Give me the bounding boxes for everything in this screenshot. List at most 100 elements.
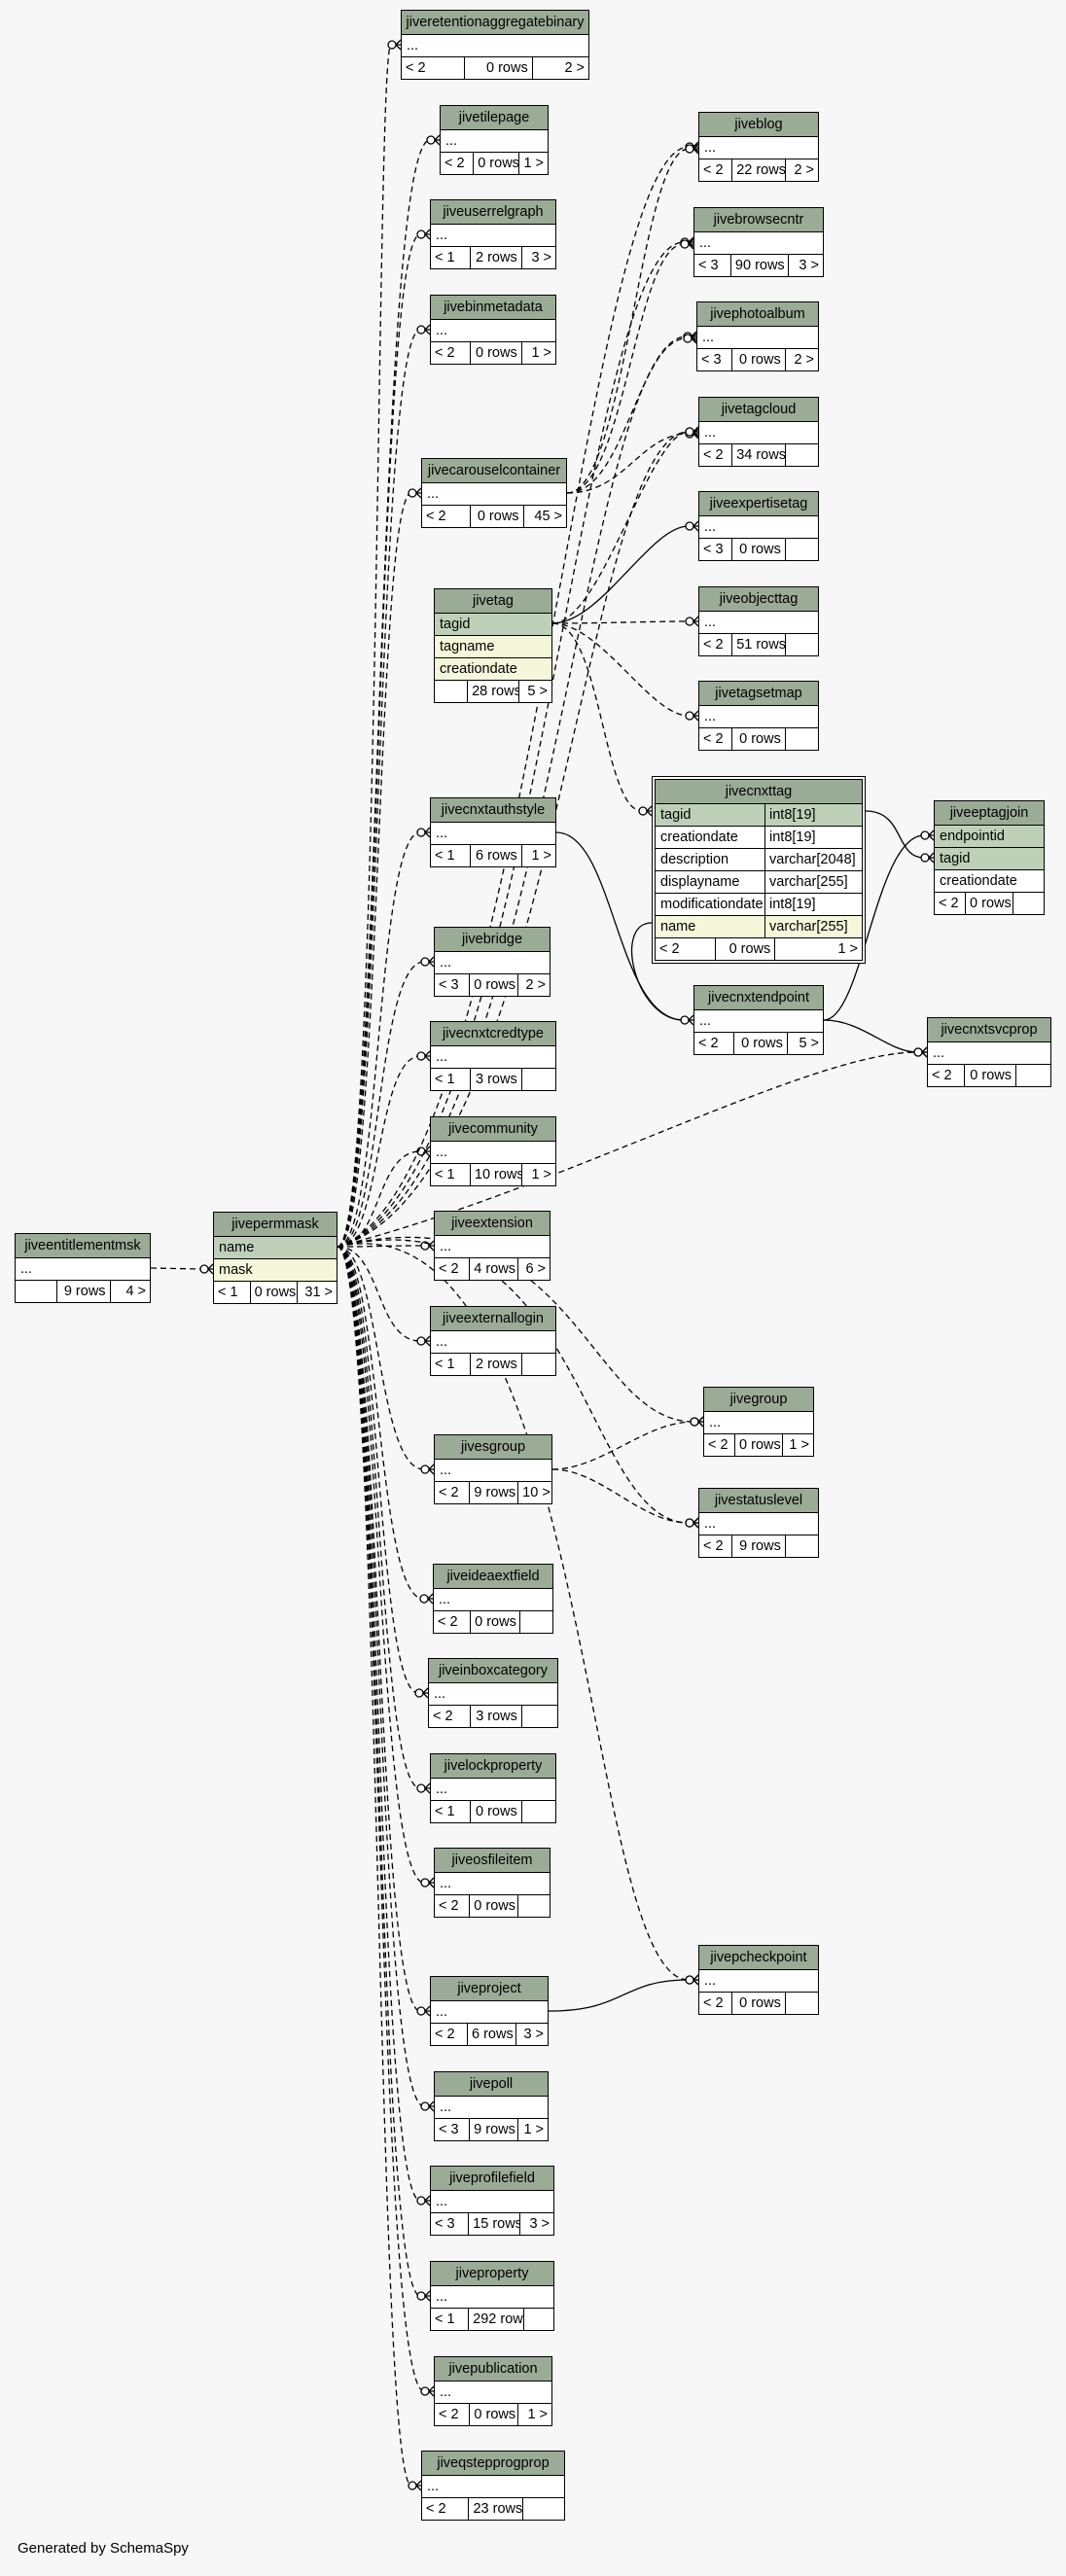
table-title[interactable]: jiveentitlementmsk — [16, 1234, 150, 1258]
column-row[interactable]: ... — [431, 1046, 555, 1069]
parents-count[interactable]: < 1 — [431, 2309, 470, 2330]
children-count[interactable] — [520, 1611, 552, 1633]
children-count[interactable]: 2 > — [525, 977, 546, 993]
row-count[interactable]: 0 rows — [471, 1801, 522, 1822]
row-count[interactable]: 0 rows — [732, 1993, 786, 2014]
table-title[interactable]: jivetag — [435, 589, 551, 614]
table-title[interactable]: jivestatuslevel — [699, 1489, 818, 1513]
children-count[interactable]: 3 > — [799, 258, 819, 273]
column-row[interactable]: ... — [431, 2001, 548, 2024]
column-row[interactable]: ... — [699, 1513, 818, 1535]
column-row[interactable]: ... — [431, 1331, 555, 1354]
column-row[interactable]: creationdate — [435, 658, 551, 681]
column-row[interactable]: ... — [699, 1970, 818, 1993]
children-count[interactable] — [1016, 1065, 1050, 1086]
column-row[interactable]: tagid — [935, 848, 1044, 870]
table-title[interactable]: jivecnxtendpoint — [694, 986, 823, 1010]
row-count[interactable]: 0 rows — [734, 1033, 788, 1054]
parents-count[interactable]: < 3 — [697, 349, 732, 371]
column-row[interactable]: ... — [435, 2382, 551, 2404]
column-row[interactable]: ... — [435, 1460, 551, 1482]
parents-count[interactable]: < 2 — [699, 159, 733, 181]
row-count[interactable]: 10 rows — [471, 1164, 522, 1185]
row-count[interactable]: 2 rows — [471, 1354, 522, 1375]
column-row[interactable]: ... — [699, 706, 818, 728]
row-count[interactable]: 0 rows — [470, 2404, 519, 2425]
column-row[interactable]: ... — [704, 1412, 813, 1434]
table-title[interactable]: jivecnxtauthstyle — [431, 798, 555, 823]
children-count[interactable]: 3 > — [529, 2216, 550, 2232]
table-title[interactable]: jivebinmetadata — [431, 296, 555, 320]
parents-count[interactable]: < 2 — [422, 506, 472, 527]
children-count[interactable] — [786, 634, 818, 655]
row-count[interactable]: 0 rows — [716, 938, 776, 960]
column-row[interactable]: creationdate — [935, 870, 1044, 893]
children-count[interactable]: 6 > — [525, 1261, 546, 1277]
column-row[interactable]: ... — [441, 130, 548, 153]
children-count[interactable]: 45 > — [534, 509, 563, 524]
column-row[interactable]: name — [214, 1237, 337, 1259]
parents-count[interactable]: < 2 — [699, 728, 733, 750]
column-row[interactable]: ... — [429, 1683, 557, 1706]
table-title[interactable]: jivecnxtsvcprop — [928, 1018, 1050, 1042]
parents-count[interactable]: < 2 — [694, 1033, 735, 1054]
row-count[interactable]: 0 rows — [966, 893, 1013, 914]
table-title[interactable]: jivecnxtcredtype — [431, 1022, 555, 1046]
row-count[interactable]: 9 rows — [470, 1482, 519, 1503]
column-row[interactable]: mask — [214, 1259, 337, 1282]
column-row[interactable]: ... — [699, 137, 818, 159]
parents-count[interactable]: < 2 — [435, 2404, 471, 2425]
column-row[interactable]: ... — [699, 516, 818, 539]
parents-count[interactable]: < 2 — [699, 634, 733, 655]
row-count[interactable]: 0 rows — [732, 349, 786, 371]
row-count[interactable]: 0 rows — [251, 1282, 299, 1303]
column-row[interactable]: ... — [694, 232, 823, 255]
column-row[interactable]: ... — [402, 35, 588, 57]
table-title[interactable]: jiveosfileitem — [435, 1849, 550, 1873]
table-title[interactable]: jiveideaextfield — [434, 1565, 552, 1589]
column-row[interactable]: ... — [435, 1236, 550, 1258]
table-title[interactable]: jiveextension — [435, 1212, 550, 1236]
column-row[interactable]: ... — [431, 1142, 555, 1164]
row-count[interactable]: 0 rows — [471, 506, 524, 527]
children-count[interactable]: 5 > — [799, 1036, 819, 1051]
parents-count[interactable]: < 2 — [435, 1895, 471, 1917]
parents-count[interactable]: < 1 — [214, 1282, 251, 1303]
parents-count[interactable]: < 3 — [435, 2119, 471, 2140]
table-title[interactable]: jiveretentionaggregatebinary — [402, 11, 588, 35]
parents-count[interactable]: < 2 — [704, 1434, 736, 1456]
column-row[interactable]: ... — [431, 225, 555, 247]
table-title[interactable]: jiveexternallogin — [431, 1307, 555, 1331]
row-count[interactable]: 28 rows — [468, 681, 519, 702]
column-row[interactable]: ... — [422, 2476, 564, 2498]
table-title[interactable]: jiveblog — [699, 113, 818, 137]
table-title[interactable]: jivesgroup — [435, 1435, 551, 1460]
row-count[interactable]: 2 rows — [471, 247, 522, 268]
children-count[interactable]: 4 > — [125, 1284, 147, 1299]
table-title[interactable]: jivepermmask — [214, 1213, 337, 1237]
children-count[interactable] — [523, 2498, 564, 2520]
column-row[interactable]: tagid — [435, 614, 551, 636]
parents-count[interactable]: < 3 — [694, 255, 731, 276]
children-count[interactable]: 10 > — [522, 1485, 551, 1500]
parents-count[interactable]: < 2 — [434, 1611, 472, 1633]
column-row[interactable]: ... — [431, 1779, 555, 1801]
